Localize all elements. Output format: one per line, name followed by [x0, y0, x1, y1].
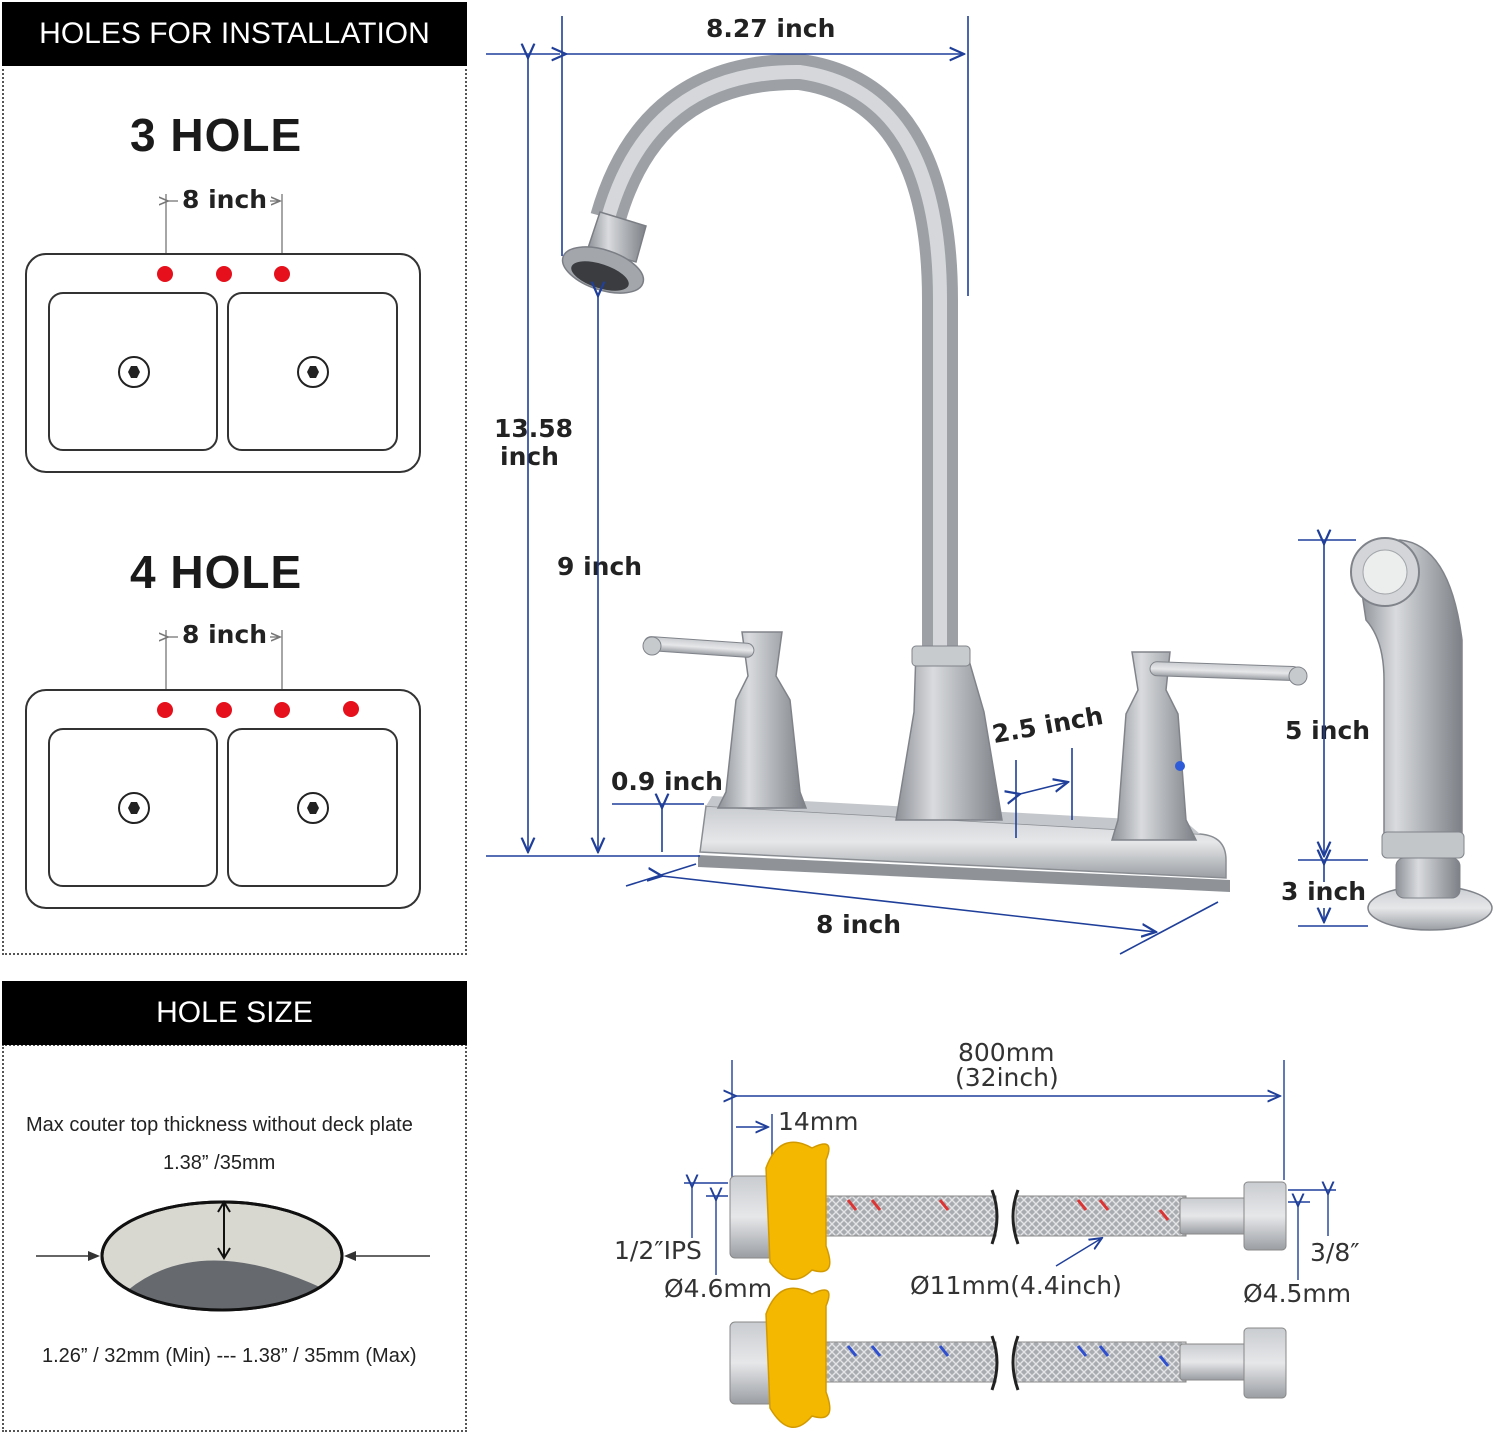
spout-reach-label: 8.27 inch — [706, 14, 836, 43]
thickness-range: 1.26” / 32mm (Min) --- 1.38” / 35mm (Max… — [42, 1345, 417, 1367]
four-hole-spacing: 8 inch — [182, 620, 268, 649]
hose-dimension-lines — [684, 1060, 1336, 1280]
inlet-thread-label: 1/2″IPS — [614, 1236, 702, 1265]
deck-height-label: 0.9 inch — [611, 767, 723, 796]
side-sprayer — [1350, 537, 1493, 931]
outlet-diameter-label: Ø4.5mm — [1243, 1279, 1352, 1308]
four-hole-markers — [157, 701, 359, 718]
outlet-thread-label: 3/8″ — [1310, 1238, 1360, 1267]
left-handle — [642, 631, 808, 809]
install-panel-header: HOLES FOR INSTALLATION — [2, 2, 467, 66]
nut-width-label: 14mm — [778, 1107, 859, 1136]
countertop-note: Max couter top thickness without deck pl… — [26, 1114, 413, 1136]
right-handle — [1110, 651, 1308, 841]
faucet-dimension-lines — [486, 16, 1368, 955]
hole-size-panel — [2, 1044, 467, 1432]
hose-length-mm: 800mm — [958, 1038, 1055, 1067]
thickness-label: 1.38” /35mm — [163, 1152, 276, 1174]
hose-diameter-label: Ø11mm(4.4inch) — [910, 1271, 1122, 1300]
three-hole-sink — [25, 253, 421, 473]
hole-cross-section — [36, 1200, 430, 1312]
faucet-body — [895, 645, 1003, 821]
hose-bottom — [729, 1287, 1287, 1428]
four-hole-sink — [25, 689, 421, 909]
inlet-diameter-label: Ø4.6mm — [664, 1274, 773, 1303]
three-hole-markers — [157, 266, 290, 282]
hole-size-header: HOLE SIZE — [2, 981, 467, 1045]
hose-top — [729, 1141, 1287, 1280]
faucet-spout — [561, 53, 958, 650]
four-hole-title: 4 HOLE — [130, 546, 303, 598]
three-hole-spacing: 8 inch — [182, 185, 268, 214]
hose-length-in: (32inch) — [955, 1063, 1059, 1092]
three-hole-title: 3 HOLE — [130, 109, 303, 161]
